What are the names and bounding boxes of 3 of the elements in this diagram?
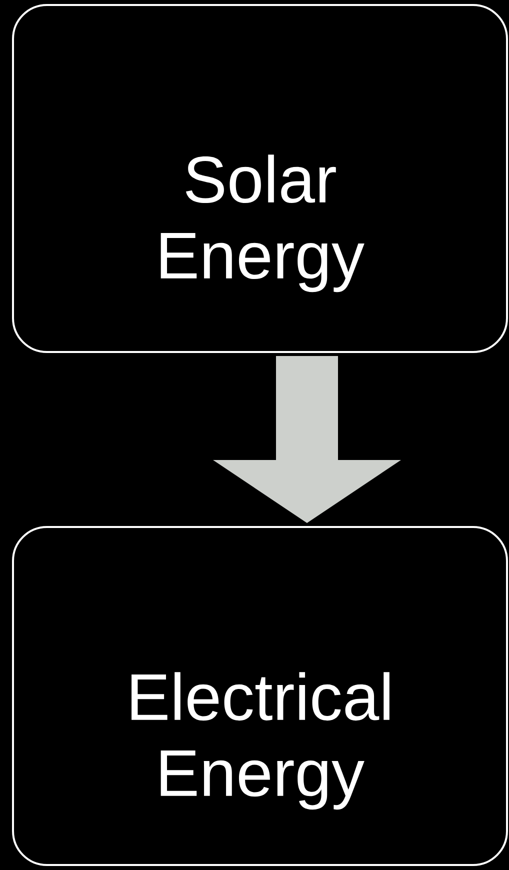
arrow bbox=[213, 356, 401, 523]
process-box: Electrical Energy bbox=[12, 526, 508, 866]
process-box: Solar Energy bbox=[12, 4, 508, 353]
